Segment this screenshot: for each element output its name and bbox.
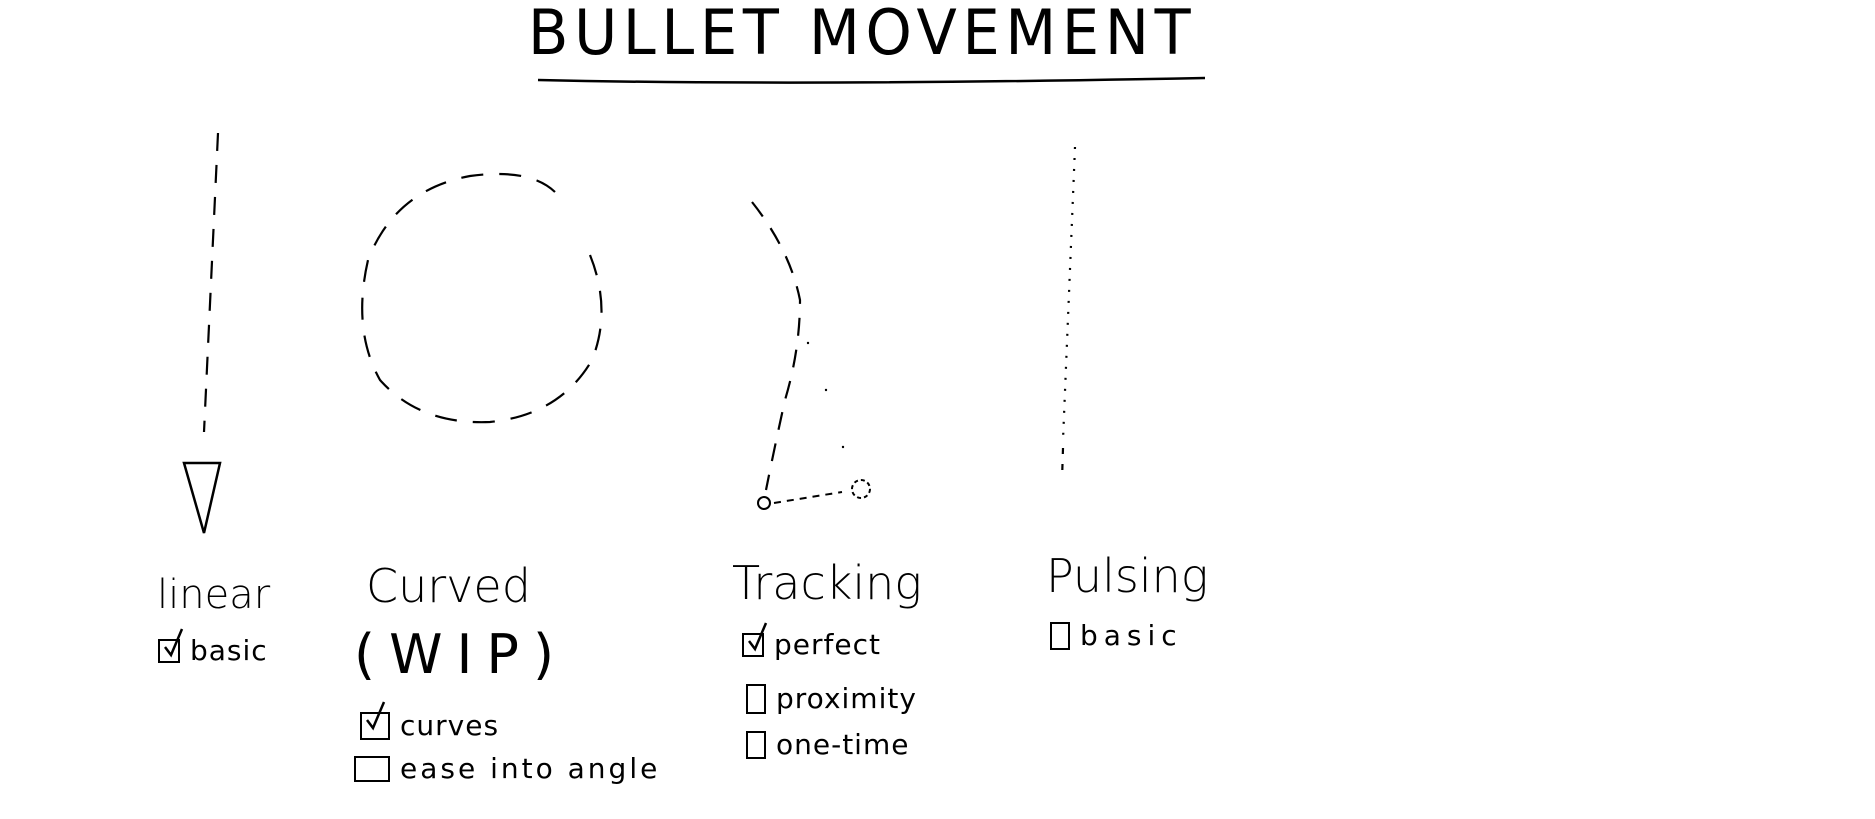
- linear-path: [202, 132, 220, 433]
- curved-path: [361, 172, 603, 424]
- option-tracking-one-time[interactable]: one-time: [746, 731, 909, 759]
- linear-label: linear: [157, 572, 271, 618]
- checkbox-curved-curves[interactable]: [360, 701, 390, 740]
- tracking-sketch: [751, 201, 871, 510]
- curved-sketch: [361, 172, 603, 424]
- curved-label: Curved: [366, 559, 531, 613]
- option-label: ease into angle: [400, 752, 661, 785]
- checkmark-icon: [366, 701, 386, 731]
- tracking-path: [751, 201, 802, 491]
- option-tracking-perfect[interactable]: perfect: [742, 622, 881, 661]
- page-title: BULLET MOVEMENT: [528, 0, 1197, 69]
- checkmark-icon: [164, 628, 184, 658]
- title-underline: [537, 76, 1206, 84]
- checkbox-tracking-proximity[interactable]: [746, 684, 766, 714]
- option-label: proximity: [776, 682, 917, 715]
- tracking-line: [773, 491, 843, 504]
- pulsing-label: Pulsing: [1046, 549, 1209, 603]
- pulsing-path: [1061, 146, 1077, 441]
- option-label: basic: [190, 634, 268, 667]
- checkmark-icon: [748, 622, 768, 652]
- option-linear-basic[interactable]: basic: [158, 628, 268, 667]
- option-curved-curves[interactable]: curves: [360, 701, 500, 742]
- checkbox-tracking-perfect[interactable]: [742, 622, 768, 657]
- option-curved-ease-into-angle[interactable]: ease into angle: [354, 755, 660, 783]
- option-label: perfect: [774, 628, 881, 661]
- tracking-bullet: [757, 496, 771, 510]
- checkbox-tracking-one-time[interactable]: [746, 731, 766, 759]
- curved-subtitle: (WIP): [354, 623, 569, 686]
- checkbox-linear-basic[interactable]: [158, 628, 184, 663]
- checkbox-curved-ease-into-angle[interactable]: [354, 756, 390, 782]
- tracking-target: [851, 479, 871, 499]
- pulsing-sketch: [1060, 146, 1077, 481]
- option-label: curves: [400, 709, 500, 742]
- option-label: basic: [1080, 619, 1183, 652]
- linear-arrowhead: [182, 461, 222, 534]
- linear-sketch: [182, 132, 222, 534]
- option-tracking-proximity[interactable]: proximity: [746, 684, 917, 714]
- option-label: one-time: [776, 728, 910, 761]
- tracking-label: Tracking: [732, 556, 922, 610]
- checkbox-pulsing-basic[interactable]: [1050, 622, 1070, 650]
- option-pulsing-basic[interactable]: basic: [1050, 622, 1183, 650]
